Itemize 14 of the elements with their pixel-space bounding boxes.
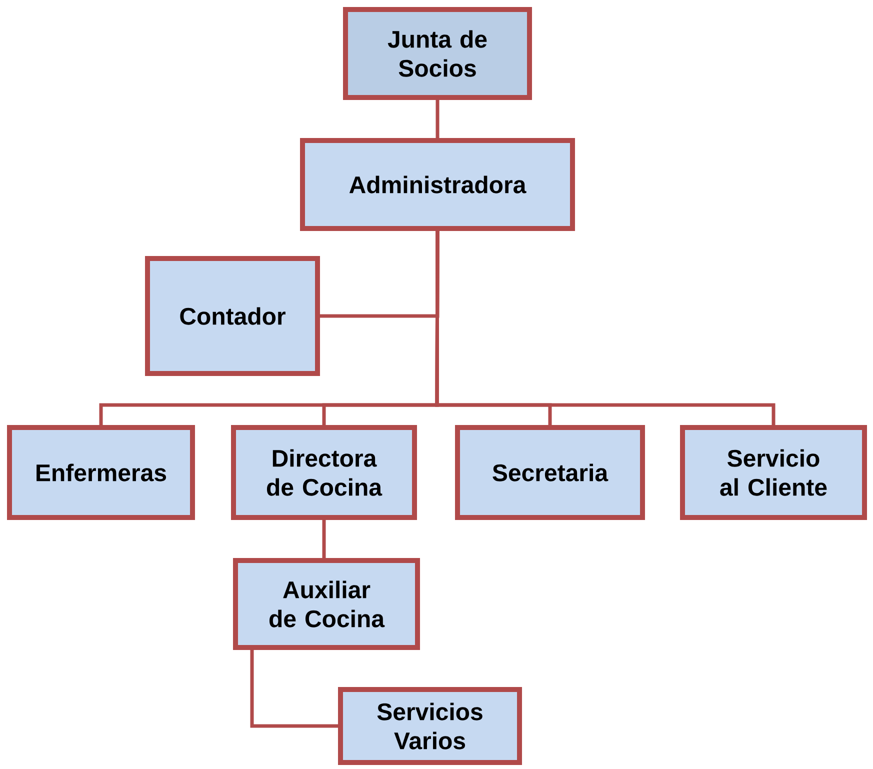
org-box: Junta de Socios bbox=[343, 7, 532, 100]
org-box: Auxiliar de Cocina bbox=[233, 558, 420, 650]
org-box: Contador bbox=[145, 256, 320, 376]
org-box: Directora de Cocina bbox=[231, 425, 417, 520]
org-box: Secretaria bbox=[455, 425, 645, 520]
connector-line bbox=[436, 100, 440, 138]
connector-line bbox=[250, 650, 338, 728]
org-box: Servicio al Cliente bbox=[680, 425, 867, 520]
org-box: Servicios Varios bbox=[338, 687, 522, 765]
org-box: Enfermeras bbox=[7, 425, 195, 520]
connector-line bbox=[322, 520, 326, 558]
connector-line bbox=[435, 231, 776, 425]
connector-line bbox=[320, 231, 440, 318]
org-box: Administradora bbox=[300, 138, 575, 231]
